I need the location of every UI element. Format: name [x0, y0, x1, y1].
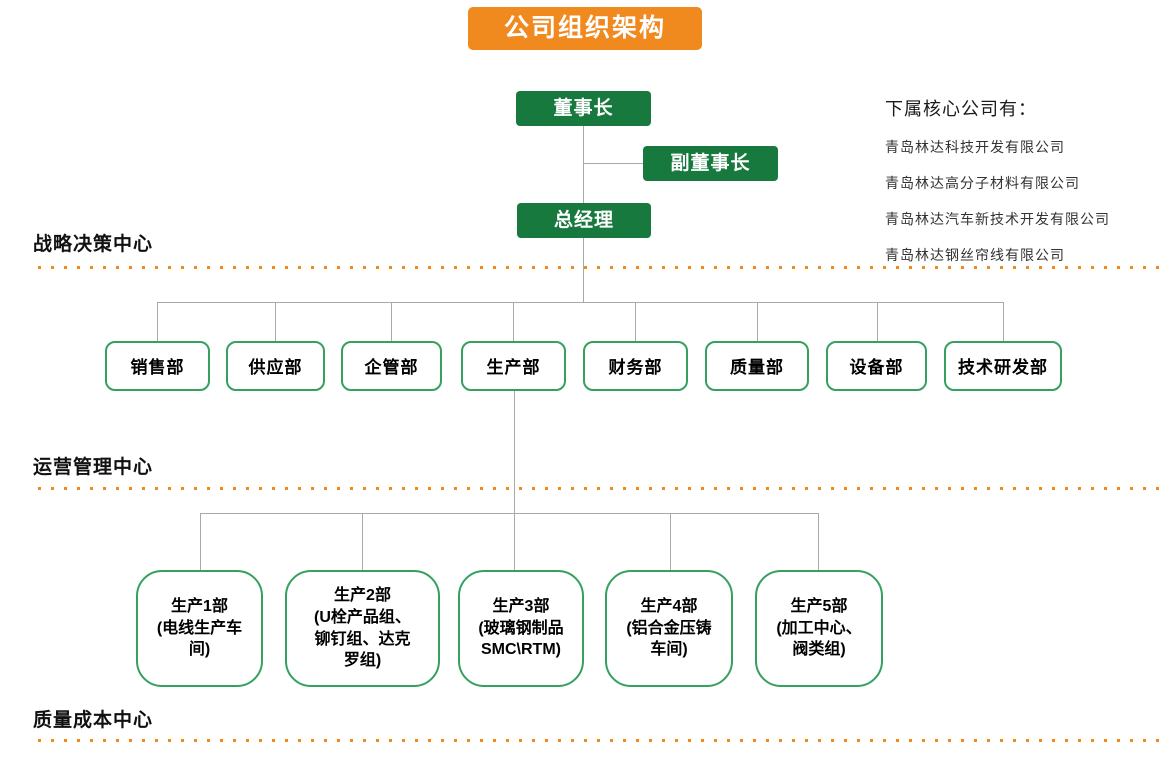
production-box-detail: (加工中心、 阀类组)	[776, 619, 862, 659]
connector-line	[514, 513, 515, 570]
production-box-5: 生产5部 (加工中心、 阀类组)	[755, 570, 883, 687]
department-box-enterprise-mgmt: 企管部	[341, 341, 442, 391]
section-label-quality-cost-center: 质量成本中心	[33, 710, 154, 731]
connector-line	[818, 513, 819, 570]
department-box-quality: 质量部	[705, 341, 809, 391]
connector-line	[877, 302, 878, 341]
department-box-equipment: 设备部	[826, 341, 927, 391]
connector-line	[157, 302, 158, 341]
section-label-strategic-center: 战略决策中心	[33, 234, 154, 255]
connector-line	[757, 302, 758, 341]
production-box-4: 生产4部 (铝合金压铸 车间)	[605, 570, 733, 687]
subsidiaries-heading: 下属核心公司有：	[885, 99, 1037, 119]
production-box-detail: (玻璃钢制品 SMC\RTM)	[478, 619, 564, 659]
production-box-1: 生产1部 (电线生产车 间)	[136, 570, 263, 687]
connector-line	[635, 302, 636, 341]
production-box-name: 生产5部	[790, 598, 848, 616]
department-box-sales: 销售部	[105, 341, 210, 391]
subsidiary-item: 青岛林达汽车新技术开发有限公司	[885, 211, 1110, 227]
production-box-3: 生产3部 (玻璃钢制品 SMC\RTM)	[458, 570, 584, 687]
subsidiaries-list: 下属核心公司有： 青岛林达科技开发有限公司 青岛林达高分子材料有限公司 青岛林达…	[885, 95, 1110, 281]
page-title: 公司组织架构	[468, 7, 702, 50]
production-box-2: 生产2部 (U栓产品组、 铆钉组、达克 罗组)	[285, 570, 440, 687]
subsidiary-item: 青岛林达科技开发有限公司	[885, 139, 1065, 155]
production-box-name: 生产4部	[640, 598, 698, 616]
connector-line	[275, 302, 276, 341]
connector-line	[362, 513, 363, 570]
subsidiary-item: 青岛林达高分子材料有限公司	[885, 175, 1080, 191]
dotted-separator	[38, 266, 1167, 269]
chairman-box: 董事长	[516, 91, 651, 126]
connector-line	[514, 391, 515, 513]
production-box-name: 生产2部	[334, 587, 391, 605]
connector-line	[157, 302, 1004, 303]
production-box-detail: (铝合金压铸 车间)	[626, 619, 712, 659]
connector-line	[200, 513, 201, 570]
production-box-name: 生产3部	[492, 598, 550, 616]
department-box-rnd: 技术研发部	[944, 341, 1062, 391]
department-box-production: 生产部	[461, 341, 566, 391]
production-box-detail: (U栓产品组、 铆钉组、达克 罗组)	[314, 608, 411, 670]
connector-line	[1003, 302, 1004, 341]
connector-line	[670, 513, 671, 570]
production-box-name: 生产1部	[171, 598, 228, 616]
connector-line	[583, 163, 643, 164]
vice-chairman-box: 副董事长	[643, 146, 778, 181]
general-manager-box: 总经理	[517, 203, 651, 238]
department-box-finance: 财务部	[583, 341, 688, 391]
department-box-supply: 供应部	[226, 341, 325, 391]
production-box-detail: (电线生产车 间)	[156, 619, 243, 659]
section-label-operations-center: 运营管理中心	[33, 457, 154, 478]
connector-line	[583, 126, 584, 203]
connector-line	[200, 513, 819, 514]
connector-line	[513, 302, 514, 341]
connector-line	[583, 238, 584, 302]
dotted-separator	[38, 739, 1167, 742]
connector-line	[391, 302, 392, 341]
dotted-separator	[38, 487, 1167, 490]
subsidiary-item: 青岛林达钢丝帘线有限公司	[885, 247, 1065, 263]
